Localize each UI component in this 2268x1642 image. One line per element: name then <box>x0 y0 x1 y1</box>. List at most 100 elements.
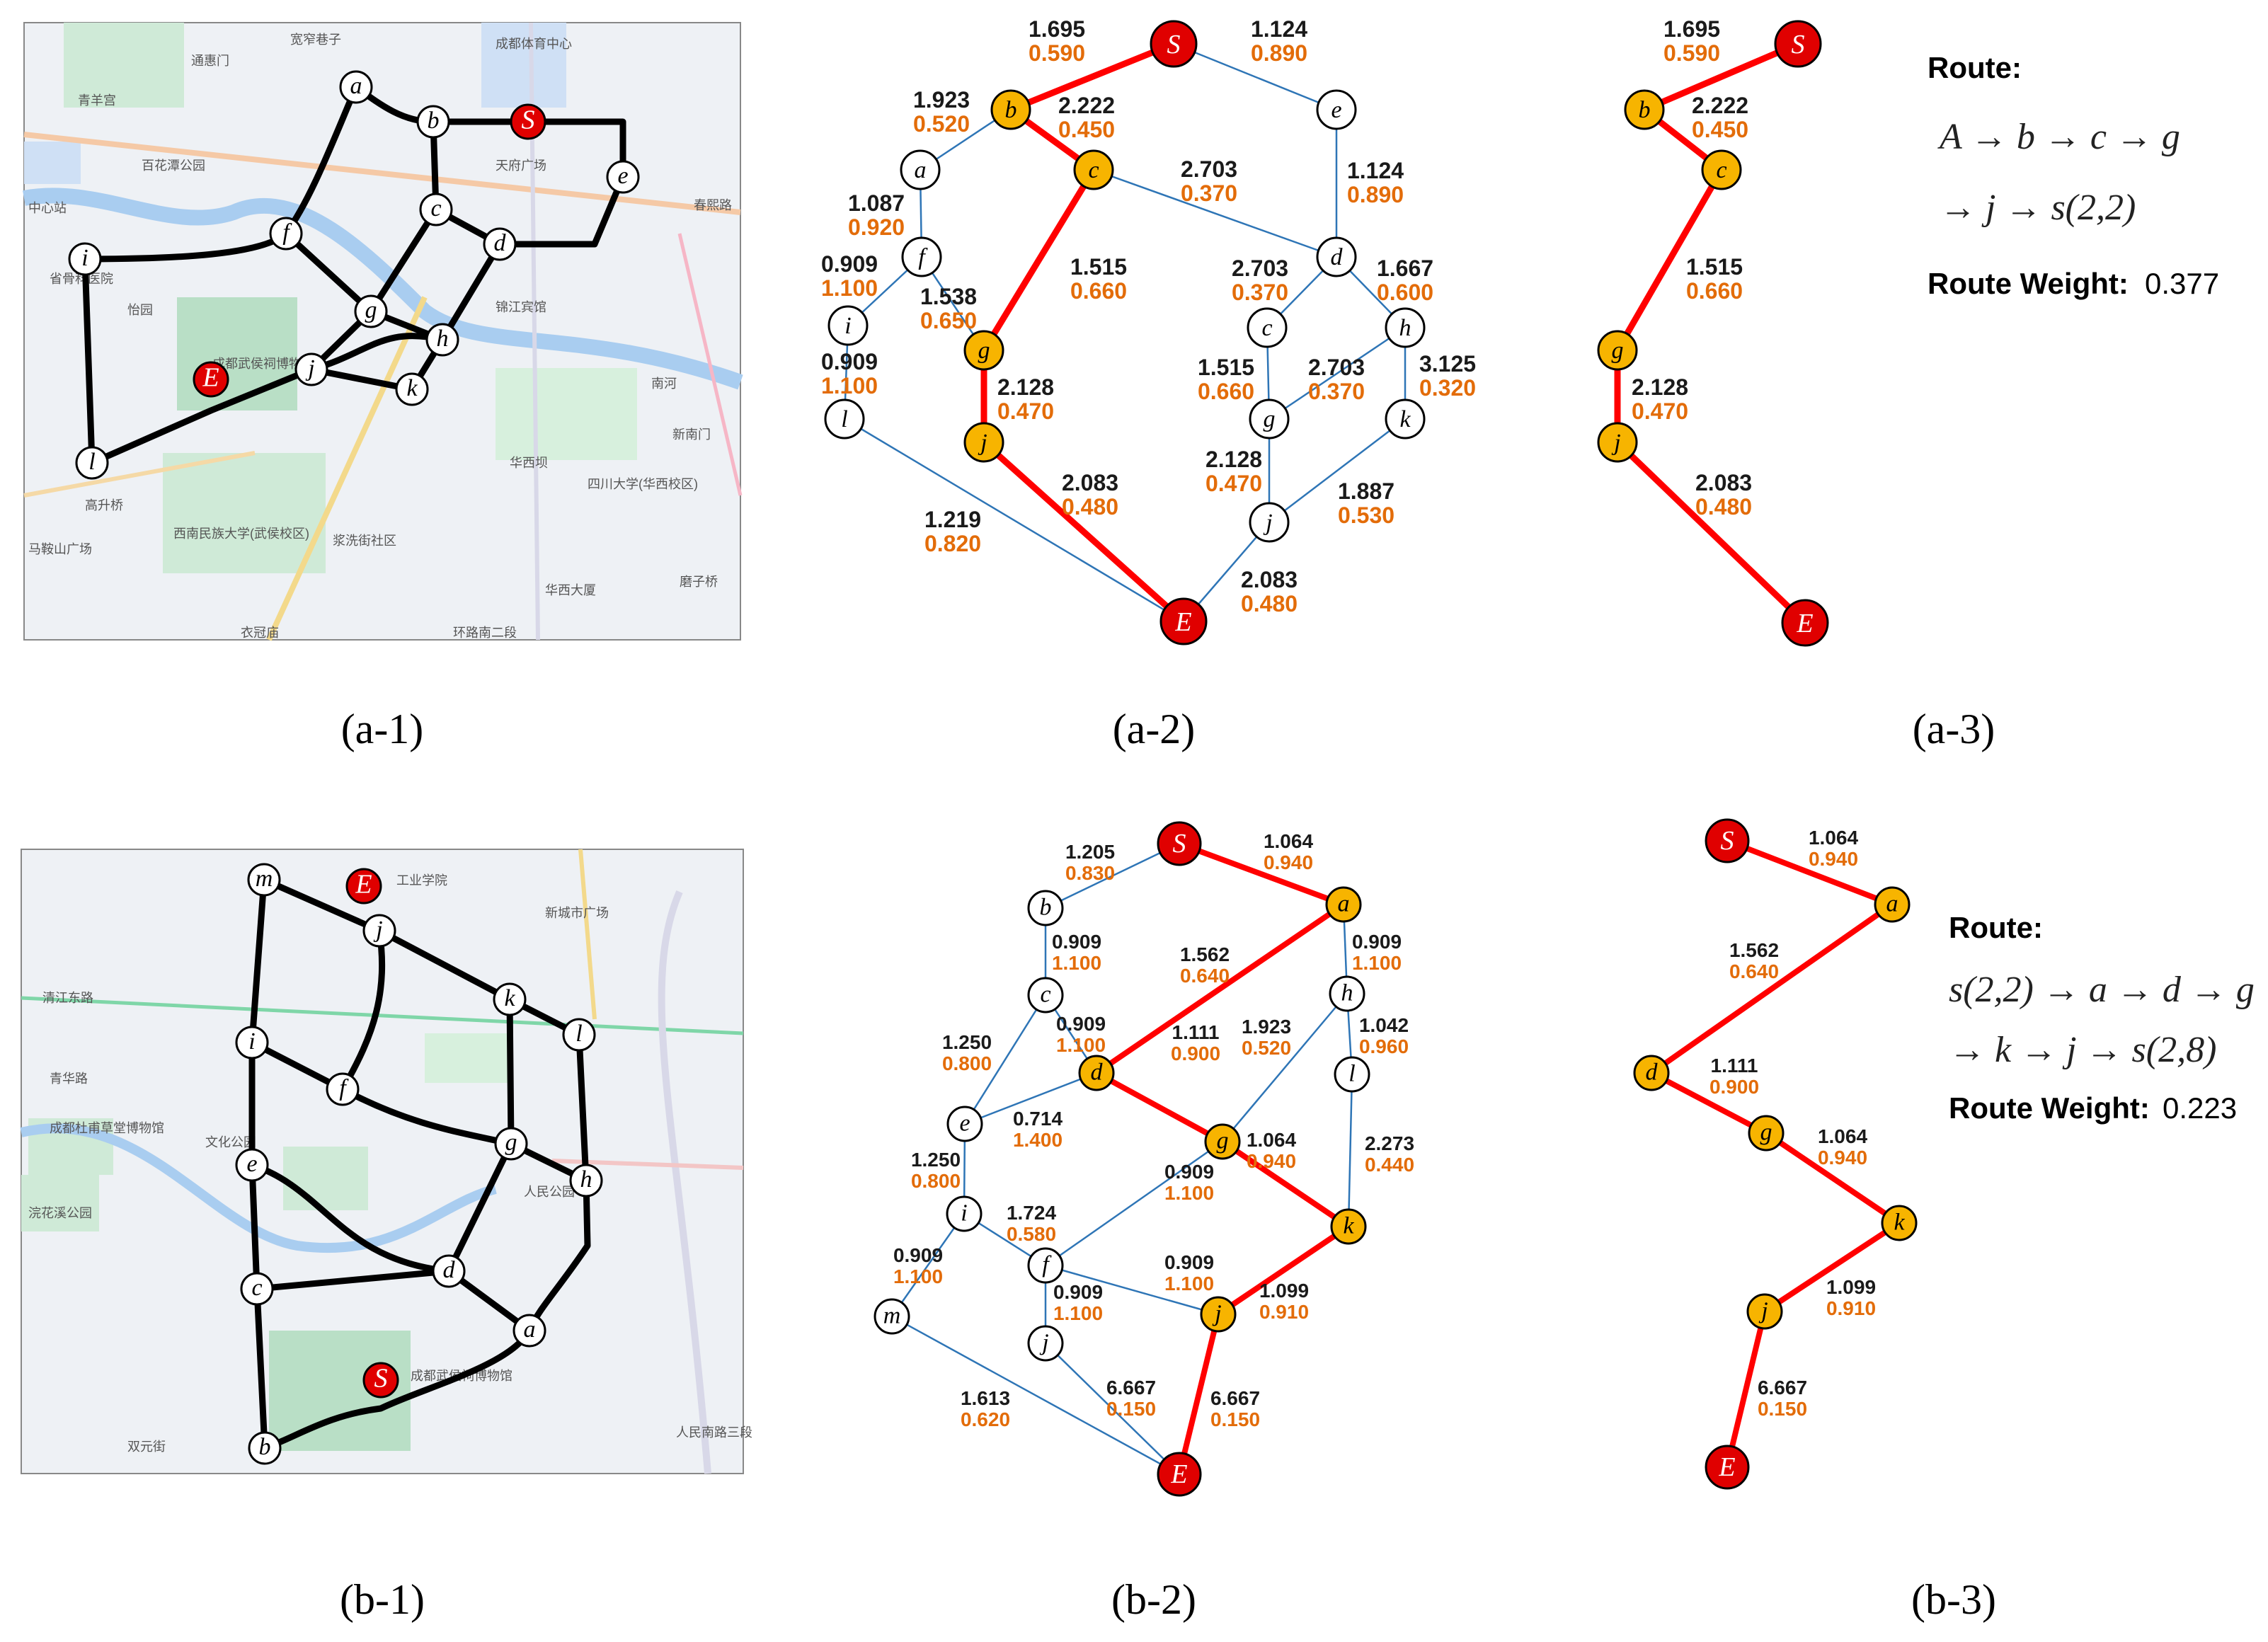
graph-a2-weight-1-weight: 0.890 <box>1251 40 1307 66</box>
graph-b2-weight-9-cost: 1.111 <box>1172 1021 1220 1043</box>
map-a-node-k-circle <box>395 372 429 406</box>
graph-a2-node-e-circle <box>1316 89 1357 130</box>
graph-b2-node-f-circle <box>1027 1247 1064 1284</box>
graph-a2-weight-13-weight: 0.470 <box>997 398 1054 424</box>
graph-a2-weight-18-cost: 1.887 <box>1338 478 1394 504</box>
graph-b2-weight-0-weight: 0.830 <box>1065 862 1115 884</box>
map-b-node-j: j <box>362 914 396 948</box>
graph-b2-weight-20-cost: 6.667 <box>1106 1377 1156 1399</box>
graph-b3-node-E: E <box>1705 1445 1750 1490</box>
graph-b3-weight-1-weight: 0.640 <box>1729 960 1779 982</box>
graph-a2-weight-0-cost: 1.695 <box>1029 16 1085 42</box>
graph-a3-node-j-label: j <box>1611 430 1620 456</box>
graph-a2-node-c: c <box>1073 149 1114 190</box>
map-a-node-E-circle <box>193 361 229 398</box>
graph-a2-weight-21-cost: 2.083 <box>1241 567 1298 592</box>
graph-a2-node-c-label: c <box>1088 157 1099 183</box>
graph-a2-weight-6-cost: 1.087 <box>848 190 905 216</box>
map-label: 南河 <box>651 377 677 391</box>
graph-a2-weight-8-cost: 2.703 <box>1232 256 1288 281</box>
map-b-node-a: a <box>512 1314 546 1348</box>
map-a-node-E-label: E <box>202 363 219 393</box>
graph-b3-weight-2-cost: 1.111 <box>1711 1055 1758 1077</box>
graph-a2-weight-16-weight: 0.320 <box>1419 375 1476 401</box>
map-a-node-j-label: j <box>305 355 314 381</box>
graph-b2-node-m-circle <box>874 1298 910 1335</box>
panel-b1-map: 工业学院新城市广场清江东路青华路成都杜甫草堂博物馆文化公园浣花溪公园人民公园成都… <box>20 849 752 1474</box>
map-a-node-c-label: c <box>430 195 441 222</box>
graph-b2-weight-3-cost: 0.909 <box>1352 931 1402 953</box>
graph-b2-weight-1-weight: 0.940 <box>1264 851 1313 873</box>
graph-a2-weight-18-weight: 0.530 <box>1338 503 1394 528</box>
graph-a2-weight-20-cost: 1.219 <box>924 507 981 532</box>
map-label: 省骨科医院 <box>50 272 113 286</box>
map-a-node-a: a <box>339 70 373 104</box>
graph-b3-weight-4-cost: 1.099 <box>1826 1276 1876 1298</box>
graph-b2-weight-11-cost: 1.064 <box>1247 1129 1296 1151</box>
map-road <box>256 999 515 1292</box>
map-b-node-S-circle <box>362 1362 399 1399</box>
map-label: 清江东路 <box>42 991 93 1005</box>
graph-b2-node-i: i <box>946 1195 983 1232</box>
map-a-node-g-circle <box>354 294 388 328</box>
map-label: 宽窄巷子 <box>290 33 341 47</box>
graph-a2-weight-21-weight: 0.480 <box>1241 591 1298 616</box>
graph-a2-node-a-label: a <box>915 157 927 183</box>
map-b-node-h: h <box>569 1164 603 1198</box>
graph-b2-weight-6-weight: 0.520 <box>1242 1037 1291 1059</box>
map-a-node-e-label: e <box>617 163 628 189</box>
map-road <box>81 258 313 466</box>
graph-b2-node-m: m <box>874 1298 910 1335</box>
map-b-node-m: m <box>247 863 281 897</box>
graph-a2-node-i: i <box>827 305 869 346</box>
graph-b2-node-k-label: k <box>1343 1213 1354 1239</box>
graph-b2-edge-c-e <box>963 994 1047 1125</box>
graph-a2-node-gg-circle <box>1249 398 1290 440</box>
graph-b2-weight-16-cost: 0.909 <box>893 1244 943 1266</box>
map-label: 环路南二段 <box>453 626 517 640</box>
graph-a3-node-E: E <box>1781 599 1829 647</box>
map-b-node-j-circle <box>362 914 396 948</box>
graph-a2-weight-8-weight: 0.370 <box>1232 280 1288 305</box>
graph-b2-weight-1-cost: 1.064 <box>1264 830 1313 852</box>
panel-a2-graph: 1.6950.5901.1240.8901.9230.5202.2220.450… <box>821 16 1476 645</box>
route-line1-b3: s(2,2) → a → d → g <box>1949 970 2255 1010</box>
graph-a2-node-l-label: l <box>841 406 847 432</box>
graph-a3-weight-3-weight: 0.470 <box>1632 398 1688 424</box>
graph-b2-node-k: k <box>1330 1208 1367 1245</box>
route-title-b3: Route: <box>1949 911 2043 944</box>
graph-b2-node-S: S <box>1157 821 1202 866</box>
graph-a2-node-b: b <box>990 89 1031 130</box>
graph-a2-node-d-circle <box>1316 236 1357 277</box>
graph-a2-node-d: d <box>1316 236 1357 277</box>
captions: (a-1) (a-2) (a-3) (b-1) (b-2) (b-3) <box>340 706 1996 1623</box>
graph-b2-weight-8-cost: 1.250 <box>942 1031 992 1053</box>
graph-b2-weight-3-weight: 1.100 <box>1352 952 1402 974</box>
graph-b2-weight-22-cost: 6.667 <box>1210 1387 1260 1409</box>
map-b-node-b-label: b <box>259 1434 271 1460</box>
map-label: 成都体育中心 <box>496 37 572 51</box>
graph-a2-weight-9-weight: 0.600 <box>1377 280 1433 305</box>
graph-b2-path-g-k <box>1220 1139 1351 1229</box>
graph-a2-weight-14-weight: 0.660 <box>1198 379 1254 404</box>
map-a-node-b-circle <box>416 105 450 139</box>
map-b-node-g-label: g <box>505 1130 517 1156</box>
map-a-node-i-circle <box>68 242 102 276</box>
graph-b2-node-h-circle <box>1329 975 1365 1012</box>
graph-a2-weight-3-cost: 2.222 <box>1058 93 1115 118</box>
map-label: 马鞍山广场 <box>28 542 92 556</box>
map-a-node-i-label: i <box>81 245 88 271</box>
graph-a3-path-S-b <box>1643 40 1799 113</box>
caption-a3: (a-3) <box>1913 706 1995 752</box>
graph-a2-node-h: h <box>1385 307 1426 348</box>
